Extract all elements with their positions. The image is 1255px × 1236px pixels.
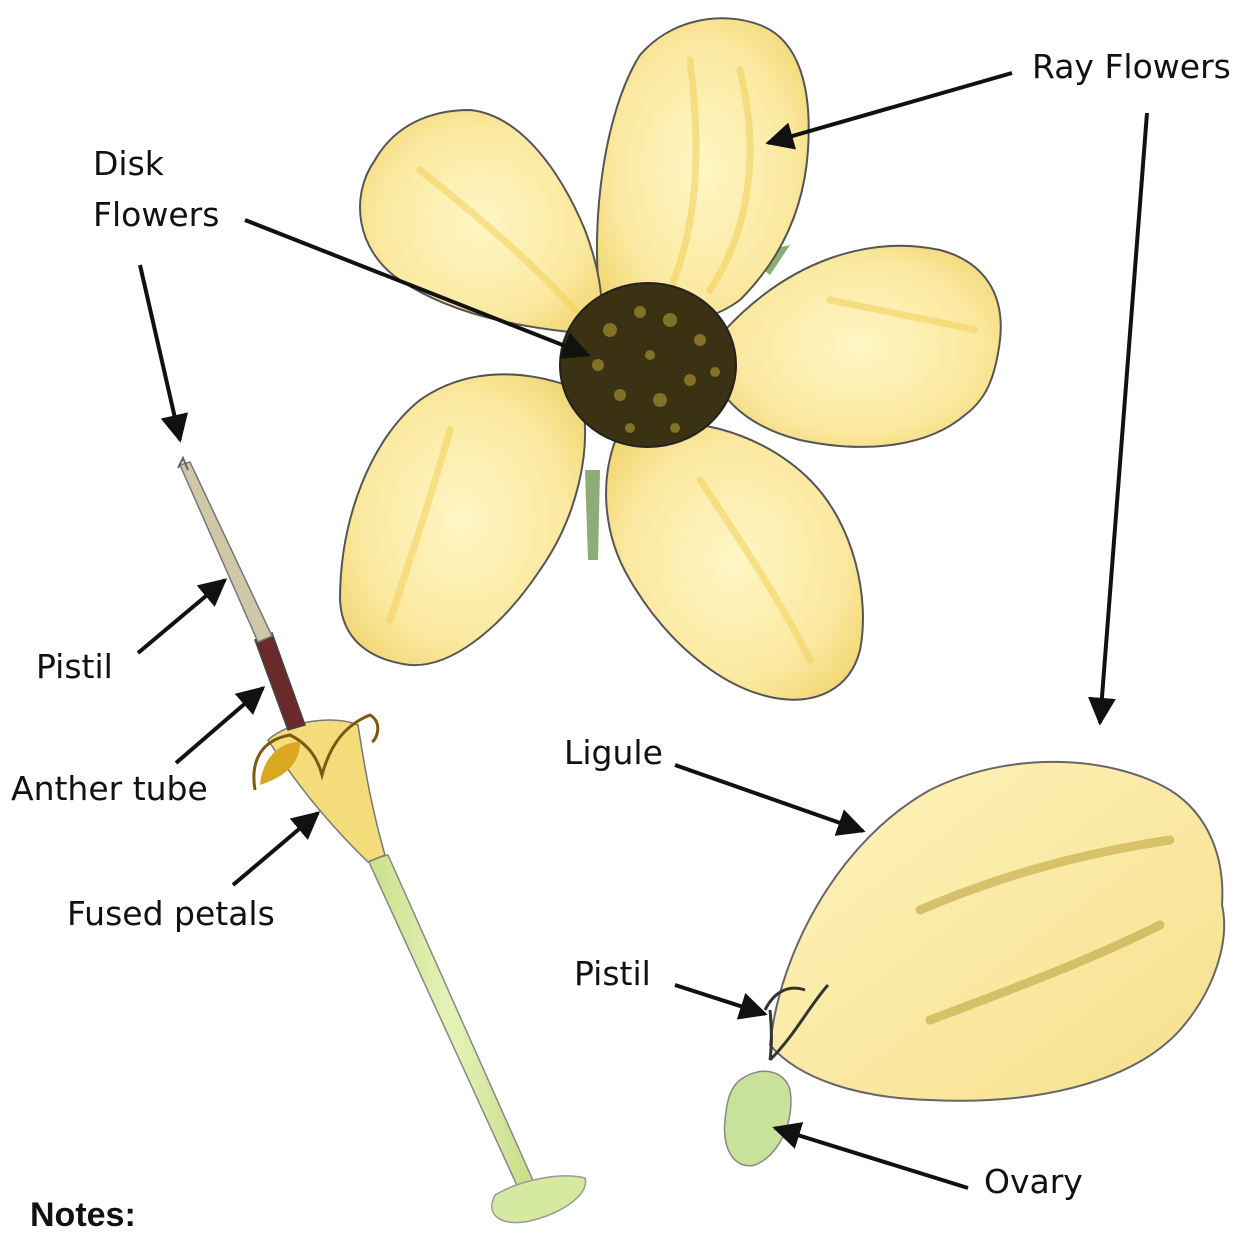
notes-heading: Notes:	[30, 1196, 136, 1235]
label-pistil-right: Pistil	[574, 955, 651, 993]
flower-head	[340, 18, 1001, 699]
arrow-pistil-right	[675, 985, 765, 1014]
arrow-fused-petals	[233, 813, 318, 885]
floret-base	[492, 1176, 586, 1223]
label-anther-tube: Anther tube	[11, 770, 208, 808]
arrow-ligule	[675, 765, 863, 831]
stem-under-flower	[585, 470, 600, 560]
floret-stalk	[368, 855, 535, 1192]
arrow-ovary	[775, 1128, 968, 1188]
pistil-shape	[180, 462, 272, 642]
arrow-pistil-left	[138, 580, 225, 653]
petal-lower-left	[340, 374, 585, 665]
ovary-shape	[725, 1071, 791, 1165]
label-ray-flowers: Ray Flowers	[1032, 48, 1231, 86]
label-pistil-left: Pistil	[36, 648, 113, 686]
disk-center	[560, 283, 736, 447]
arrow-disk-flowers-to-floret	[140, 265, 180, 440]
arrow-ray-flowers-to-ray-floret	[1100, 113, 1147, 723]
label-disk-flowers-line2: Flowers	[93, 196, 219, 234]
label-ovary: Ovary	[984, 1163, 1083, 1201]
arrow-anther-tube	[176, 688, 263, 763]
label-ligule: Ligule	[564, 734, 663, 772]
anther-tube-shape	[255, 633, 305, 730]
petal-top	[597, 18, 809, 322]
ray-flower-floret	[725, 762, 1225, 1166]
label-fused-petals: Fused petals	[67, 895, 275, 933]
label-disk-flowers-line1: Disk	[93, 145, 164, 183]
petal-lower-right	[606, 422, 863, 699]
